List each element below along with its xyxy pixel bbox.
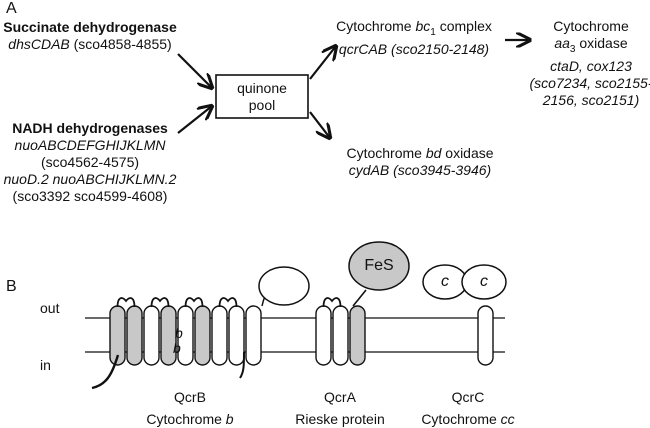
bd-title-italic: bd [425,145,442,161]
panel-b-label: B [6,278,17,295]
qcra-helix [332,305,349,366]
nadh-genes-1: nuoABCDEFGHIJKLMN [14,137,166,153]
qcrb-name: QcrB [174,389,206,405]
qcrc-name: QcrC [451,389,485,405]
cytochrome-bd-block: Cytochrome bd oxidase cydAB (sco3945-394… [330,145,510,179]
quinone-pool-label: quinone pool [216,80,308,114]
aa3-title-italic: aa [554,35,570,51]
qcrb-loop [150,297,170,308]
qcrb-loop [116,297,136,308]
succinate-gene-line: dhsCDAB (sco4858-4855) [0,36,186,53]
qcrb-desc-italic: b [225,411,234,427]
qcrb-helix [143,305,160,366]
qcrb-helix [126,305,143,366]
aa3-ids-1: (sco7234, sco2155- [529,74,650,91]
qcrc-desc-prefix: Cytochrome [421,411,501,427]
bc1-title-suffix: complex [435,18,492,34]
qcrb-n-terminal-tail [91,354,120,390]
heme-c-label-1: c [441,273,449,290]
aa3-ids-2: 2156, sco2151) [542,91,640,108]
qcra-block: QcrA Rieske protein [280,389,400,428]
bd-ids: (sco3945-3946) [393,162,492,178]
succinate-dehydrogenase-title: Succinate dehydrogenase [3,19,177,35]
heme-c-label-2: c [480,273,488,290]
qcrc-desc: Cytochrome cc [408,411,528,428]
qcra-fes-link [352,289,367,307]
membrane-side-in: in [40,357,51,373]
aa3-genes: ctaD, cox123 [550,57,632,74]
qcrc-helix [477,305,494,366]
qcrb-helices [109,297,262,366]
arrow-succinate-to-quinone [177,53,212,88]
bd-title-prefix: Cytochrome [346,145,426,161]
qcrb-helix [194,305,211,366]
nadh-ids-1: (sco4562-4575) [40,154,140,170]
qcrb-helix [245,305,262,366]
qcra-loop [322,297,342,308]
bc1-ids: (sco2150-2148) [391,40,490,57]
bc1-title-italic: bc [415,18,431,34]
arrow-nadh-to-quinone [177,106,212,134]
succinate-dehydrogenase-block: Succinate dehydrogenase dhsCDAB (sco4858… [0,19,186,53]
membrane-side-out: out [40,300,60,316]
qcrb-helix [211,305,228,366]
quinone-pool-box [215,74,309,119]
qcrb-cytoplasmic-loop [239,351,245,379]
cytochrome-bc1-block: Cytochrome bc1 complex qcrCAB (sco2150-2… [324,18,504,58]
bd-genes: cydAB [348,162,390,178]
qcra-helix [315,305,332,366]
cytochrome-bc1-title: Cytochrome bc1 complex [324,18,504,41]
quinone-pool-line-2: pool [248,97,276,113]
arrow-quinone-to-bd [309,111,330,138]
nadh-dehydrogenase-block: NADH dehydrogenases nuoABCDEFGHIJKLMN (s… [0,120,186,205]
bd-title-suffix: oxidase [441,145,494,161]
bc1-title-sub: 1 [430,26,436,38]
aa3-title-suffix: oxidase [575,35,628,51]
qcrb-desc-prefix: Cytochrome [146,411,226,427]
qcrb-block: QcrB Cytochrome b [130,389,250,428]
qcrb-loop [218,297,238,308]
qcrb-loop [184,297,204,308]
bd-gene-line: cydAB (sco3945-3946) [330,162,510,179]
arrow-quinone-to-bc1 [309,46,336,80]
heme-c-domain-right [461,264,507,300]
bc1-gene-line: qcrCAB (sco2150-2148) [324,41,504,58]
aa3-line-1: Cytochrome [553,18,629,34]
qcra-helices [315,297,366,366]
qcra-helix [349,305,366,366]
bc1-genes: qcrCAB [338,40,388,57]
heme-b-label-1: b [175,325,183,341]
fes-label: FeS [364,257,394,274]
succinate-ids: (sco4858-4855) [73,36,172,52]
fes-domain [348,241,410,291]
qcrb-helix [228,305,245,366]
nadh-dehydrogenase-title: NADH dehydrogenases [12,120,168,136]
quinone-pool-line-1: quinone [237,80,287,96]
qcrb-periplasmic-domain [258,266,310,306]
cytochrome-aa3-block: Cytochrome aa3 oxidase ctaD, cox123 (sco… [528,18,650,109]
succinate-genes: dhsCDAB [8,36,70,52]
qcra-name: QcrA [324,389,356,405]
panel-a-label: A [6,0,17,17]
bc1-title-prefix: Cytochrome [336,18,416,34]
qcra-desc: Rieske protein [295,411,385,427]
nadh-genes-2: nuoD.2 nuoABCHIJKLMN.2 [3,171,177,187]
nadh-ids-2: (sco3392 sco4599-4608) [12,188,168,204]
qcrc-desc-italic: cc [500,411,515,427]
qcrb-desc: Cytochrome b [130,411,250,428]
qcrc-block: QcrC Cytochrome cc [408,389,528,428]
cytochrome-bd-title: Cytochrome bd oxidase [330,145,510,162]
aa3-line-2: aa3 oxidase [528,35,650,58]
aa3-title-sub: 3 [569,43,576,55]
heme-b-label-2: b [173,340,181,356]
